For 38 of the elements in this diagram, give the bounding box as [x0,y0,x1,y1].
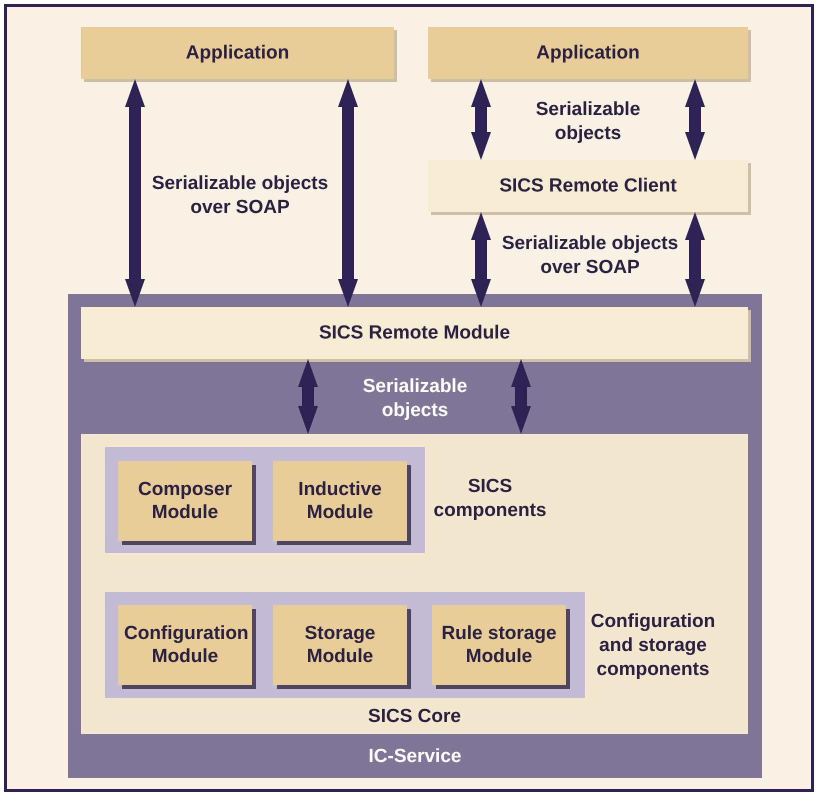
module-box [432,605,566,685]
double-arrow [125,79,145,307]
service-panel [68,294,762,778]
component-group [105,592,585,698]
box-label: Rule storage Module [440,622,558,668]
group-caption: Configuration and storage components [590,610,716,682]
box-label: Configuration Module [124,622,246,668]
connector-label: Serializable objects [362,375,468,423]
application-box [428,27,748,79]
double-arrow [511,359,531,434]
core-panel [81,434,748,734]
box-label: Composer Module [137,478,233,524]
component-group [105,447,425,553]
application-box [81,27,394,79]
module-box [118,605,252,685]
connector-label: Serializable objects over SOAP [150,172,330,220]
connector-label: Serializable objects over SOAP [500,232,680,280]
module-box [81,307,748,359]
box-label: SICS Remote Client [498,174,678,198]
module-box [273,605,407,685]
double-arrow [338,79,358,307]
double-arrow [471,212,491,307]
double-arrow [298,359,318,434]
double-arrow [471,79,491,160]
connector-label: Serializable objects [534,98,642,146]
box-label: Storage Module [304,622,376,668]
box-label: Application [184,42,290,64]
double-arrow [685,212,705,307]
double-arrow [685,79,705,160]
box-label: Application [535,42,641,64]
box-label: SICS Core [367,705,462,728]
box-label: Inductive Module [297,478,383,524]
module-box [428,160,748,212]
box-label: IC-Service [368,745,462,768]
module-box [273,461,407,541]
group-caption: SICS components [432,475,548,523]
box-label: SICS Remote Module [318,322,512,344]
module-box [118,461,252,541]
